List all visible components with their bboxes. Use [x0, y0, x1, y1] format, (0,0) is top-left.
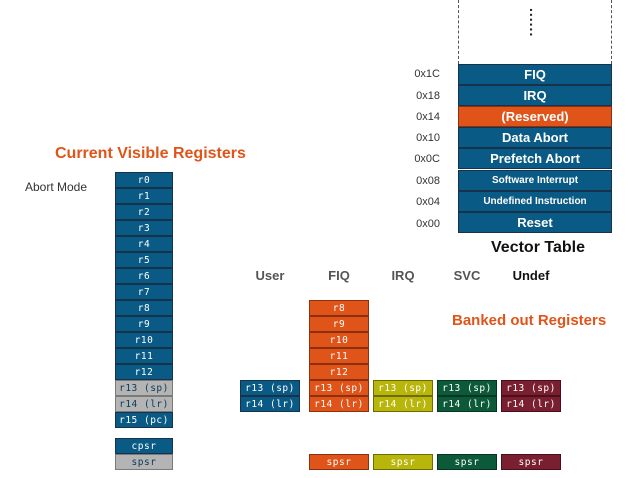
current-visible-registers-heading: Current Visible Registers [55, 145, 246, 162]
column-user: User [255, 268, 285, 283]
fiq-r9: r9 [309, 316, 369, 332]
register-r1: r1 [115, 188, 173, 204]
vector-table-dashed-extension [458, 0, 612, 64]
register-r5: r5 [115, 252, 173, 268]
vector-irq: IRQ [458, 85, 612, 106]
vector-table-ellipsis: ...... [527, 8, 543, 38]
svc-r14-lr: r14 (lr) [437, 396, 497, 412]
fiq-r8: r8 [309, 300, 369, 316]
register-r9: r9 [115, 316, 173, 332]
register-r13-sp: r13 (sp) [115, 380, 173, 396]
vector-undefined-instruction: Undefined Instruction [458, 191, 612, 212]
vector-addr: 0x04 [416, 196, 440, 208]
user-r13-sp: r13 (sp) [240, 380, 300, 396]
irq-r13-sp: r13 (sp) [373, 380, 433, 396]
register-r12: r12 [115, 364, 173, 380]
register-r3: r3 [115, 220, 173, 236]
fiq-spsr: spsr [309, 454, 369, 470]
undef-r13-sp: r13 (sp) [501, 380, 561, 396]
register-r6: r6 [115, 268, 173, 284]
vector-prefetch-abort: Prefetch Abort [458, 148, 612, 169]
register-r10: r10 [115, 332, 173, 348]
svc-spsr: spsr [437, 454, 497, 470]
fiq-r13-sp: r13 (sp) [309, 380, 369, 396]
vector-fiq: FIQ [458, 64, 612, 85]
vector-addr: 0x1C [414, 68, 440, 80]
vector-reserved: (Reserved) [458, 106, 612, 127]
undef-spsr: spsr [501, 454, 561, 470]
fiq-r14-lr: r14 (lr) [309, 396, 369, 412]
register-r7: r7 [115, 284, 173, 300]
svc-r13-sp: r13 (sp) [437, 380, 497, 396]
fiq-r12: r12 [309, 364, 369, 380]
register-spsr: spsr [115, 454, 173, 470]
register-r8: r8 [115, 300, 173, 316]
register-cpsr: cpsr [115, 438, 173, 454]
user-r14-lr: r14 (lr) [240, 396, 300, 412]
undef-r14-lr: r14 (lr) [501, 396, 561, 412]
vector-data-abort: Data Abort [458, 127, 612, 148]
vector-addr: 0x10 [416, 132, 440, 144]
irq-spsr: spsr [373, 454, 433, 470]
vector-software-interrupt: Software Interrupt [458, 170, 612, 191]
vector-addr: 0x0C [414, 153, 440, 165]
vector-addr: 0x00 [416, 218, 440, 230]
column-irq: IRQ [391, 268, 415, 283]
register-r15-pc: r15 (pc) [115, 412, 173, 428]
register-r14-lr: r14 (lr) [115, 396, 173, 412]
register-r0: r0 [115, 172, 173, 188]
register-r11: r11 [115, 348, 173, 364]
vector-addr: 0x08 [416, 175, 440, 187]
column-undef: Undef [512, 268, 550, 283]
vector-addr: 0x18 [416, 90, 440, 102]
mode-label: Abort Mode [25, 180, 88, 194]
column-fiq: FIQ [328, 268, 350, 283]
register-r4: r4 [115, 236, 173, 252]
vector-reset: Reset [458, 212, 612, 233]
vector-addr: 0x14 [416, 111, 440, 123]
fiq-r10: r10 [309, 332, 369, 348]
column-svc: SVC [453, 268, 481, 283]
fiq-r11: r11 [309, 348, 369, 364]
register-r2: r2 [115, 204, 173, 220]
vector-table-title: Vector Table [491, 239, 585, 256]
irq-r14-lr: r14 (lr) [373, 396, 433, 412]
banked-registers-heading: Banked out Registers [452, 312, 607, 329]
